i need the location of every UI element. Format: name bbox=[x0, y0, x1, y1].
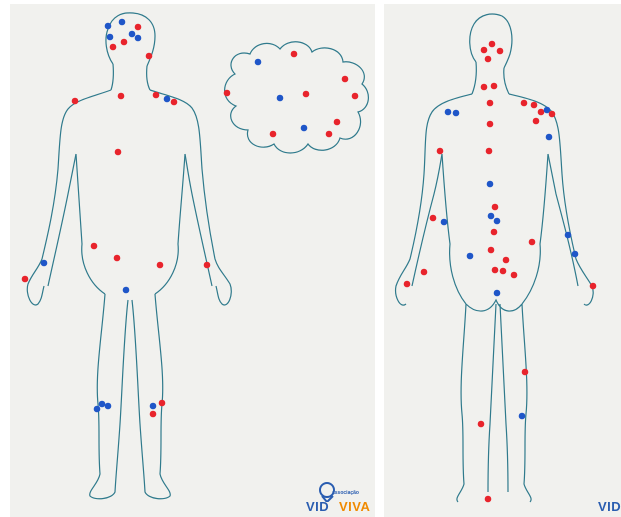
front-red-marker bbox=[334, 119, 341, 126]
thought-cloud-outline bbox=[225, 42, 369, 153]
back-red-marker bbox=[529, 239, 536, 246]
back-red-marker bbox=[485, 56, 492, 63]
back-blue-marker bbox=[565, 232, 572, 239]
front-red-marker bbox=[110, 44, 117, 51]
front-red-marker bbox=[291, 51, 298, 58]
front-red-marker bbox=[159, 400, 166, 407]
back-red-marker bbox=[430, 215, 437, 222]
back-blue-marker bbox=[488, 213, 495, 220]
back-blue-marker bbox=[453, 110, 460, 117]
back-red-marker bbox=[549, 111, 556, 118]
front-red-marker bbox=[270, 131, 277, 138]
front-blue-marker bbox=[105, 403, 112, 410]
back-red-marker bbox=[421, 269, 428, 276]
front-blue-marker bbox=[129, 31, 136, 38]
back-blue-marker bbox=[445, 109, 452, 116]
front-blue-marker bbox=[255, 59, 262, 66]
front-body-drawing bbox=[10, 4, 375, 517]
front-body-chart: associação VID VIVA bbox=[10, 4, 375, 517]
logo-word-part2: VIVA bbox=[339, 499, 370, 514]
back-red-marker bbox=[511, 272, 518, 279]
front-red-marker bbox=[224, 90, 231, 97]
back-red-marker bbox=[478, 421, 485, 428]
back-red-marker bbox=[522, 369, 529, 376]
front-red-marker bbox=[150, 411, 157, 418]
back-red-marker bbox=[487, 121, 494, 128]
front-red-marker bbox=[115, 149, 122, 156]
logo-word-part1: VID bbox=[306, 499, 329, 514]
front-red-marker bbox=[135, 24, 142, 31]
back-red-marker bbox=[485, 496, 492, 503]
front-blue-marker bbox=[164, 96, 171, 103]
front-red-marker bbox=[72, 98, 79, 105]
front-blue-marker bbox=[123, 287, 130, 294]
front-red-marker bbox=[121, 39, 128, 46]
back-red-marker bbox=[489, 41, 496, 48]
front-blue-marker bbox=[41, 260, 48, 267]
back-red-marker bbox=[497, 48, 504, 55]
back-body-chart: VID bbox=[384, 4, 621, 517]
front-blue-marker bbox=[94, 406, 101, 413]
front-blue-marker bbox=[277, 95, 284, 102]
back-red-marker bbox=[521, 100, 528, 107]
front-blue-marker bbox=[150, 403, 157, 410]
back-red-marker bbox=[491, 229, 498, 236]
back-red-marker bbox=[590, 283, 597, 290]
front-red-marker bbox=[303, 91, 310, 98]
back-blue-marker bbox=[487, 181, 494, 188]
back-body-drawing bbox=[384, 4, 621, 517]
front-blue-marker bbox=[99, 401, 106, 408]
back-blue-marker bbox=[494, 290, 501, 297]
front-red-marker bbox=[171, 99, 178, 106]
front-red-marker bbox=[91, 243, 98, 250]
back-red-marker bbox=[487, 100, 494, 107]
back-blue-marker bbox=[441, 219, 448, 226]
back-red-marker bbox=[486, 148, 493, 155]
front-blue-marker bbox=[107, 34, 114, 41]
back-blue-marker bbox=[519, 413, 526, 420]
front-blue-marker bbox=[119, 19, 126, 26]
back-red-marker bbox=[437, 148, 444, 155]
back-red-marker bbox=[503, 257, 510, 264]
front-red-marker bbox=[146, 53, 153, 60]
front-blue-marker bbox=[135, 35, 142, 42]
back-red-marker bbox=[491, 83, 498, 90]
vidaviva-logo-front: associação VID VIVA bbox=[306, 482, 372, 514]
front-red-marker bbox=[342, 76, 349, 83]
front-red-marker bbox=[204, 262, 211, 269]
front-red-marker bbox=[326, 131, 333, 138]
back-red-marker bbox=[404, 281, 411, 288]
back-red-marker bbox=[500, 268, 507, 275]
back-red-marker bbox=[481, 47, 488, 54]
vidaviva-logo-back: VID bbox=[598, 499, 621, 517]
front-blue-marker bbox=[301, 125, 308, 132]
back-red-marker bbox=[538, 109, 545, 116]
back-red-marker bbox=[481, 84, 488, 91]
back-blue-marker bbox=[546, 134, 553, 141]
back-red-marker bbox=[492, 204, 499, 211]
logo-word-part1-back: VID bbox=[598, 499, 621, 514]
front-red-marker bbox=[352, 93, 359, 100]
front-blue-marker bbox=[105, 23, 112, 30]
front-red-marker bbox=[22, 276, 29, 283]
back-red-marker bbox=[488, 247, 495, 254]
front-body-outline bbox=[27, 13, 231, 499]
back-red-marker bbox=[492, 267, 499, 274]
back-blue-marker bbox=[467, 253, 474, 260]
front-red-marker bbox=[118, 93, 125, 100]
back-red-marker bbox=[533, 118, 540, 125]
front-red-marker bbox=[114, 255, 121, 262]
front-red-marker bbox=[157, 262, 164, 269]
logo-small-text: associação bbox=[332, 490, 359, 496]
back-blue-marker bbox=[572, 251, 579, 258]
front-red-marker bbox=[153, 92, 160, 99]
back-red-marker bbox=[531, 102, 538, 109]
back-blue-marker bbox=[494, 218, 501, 225]
